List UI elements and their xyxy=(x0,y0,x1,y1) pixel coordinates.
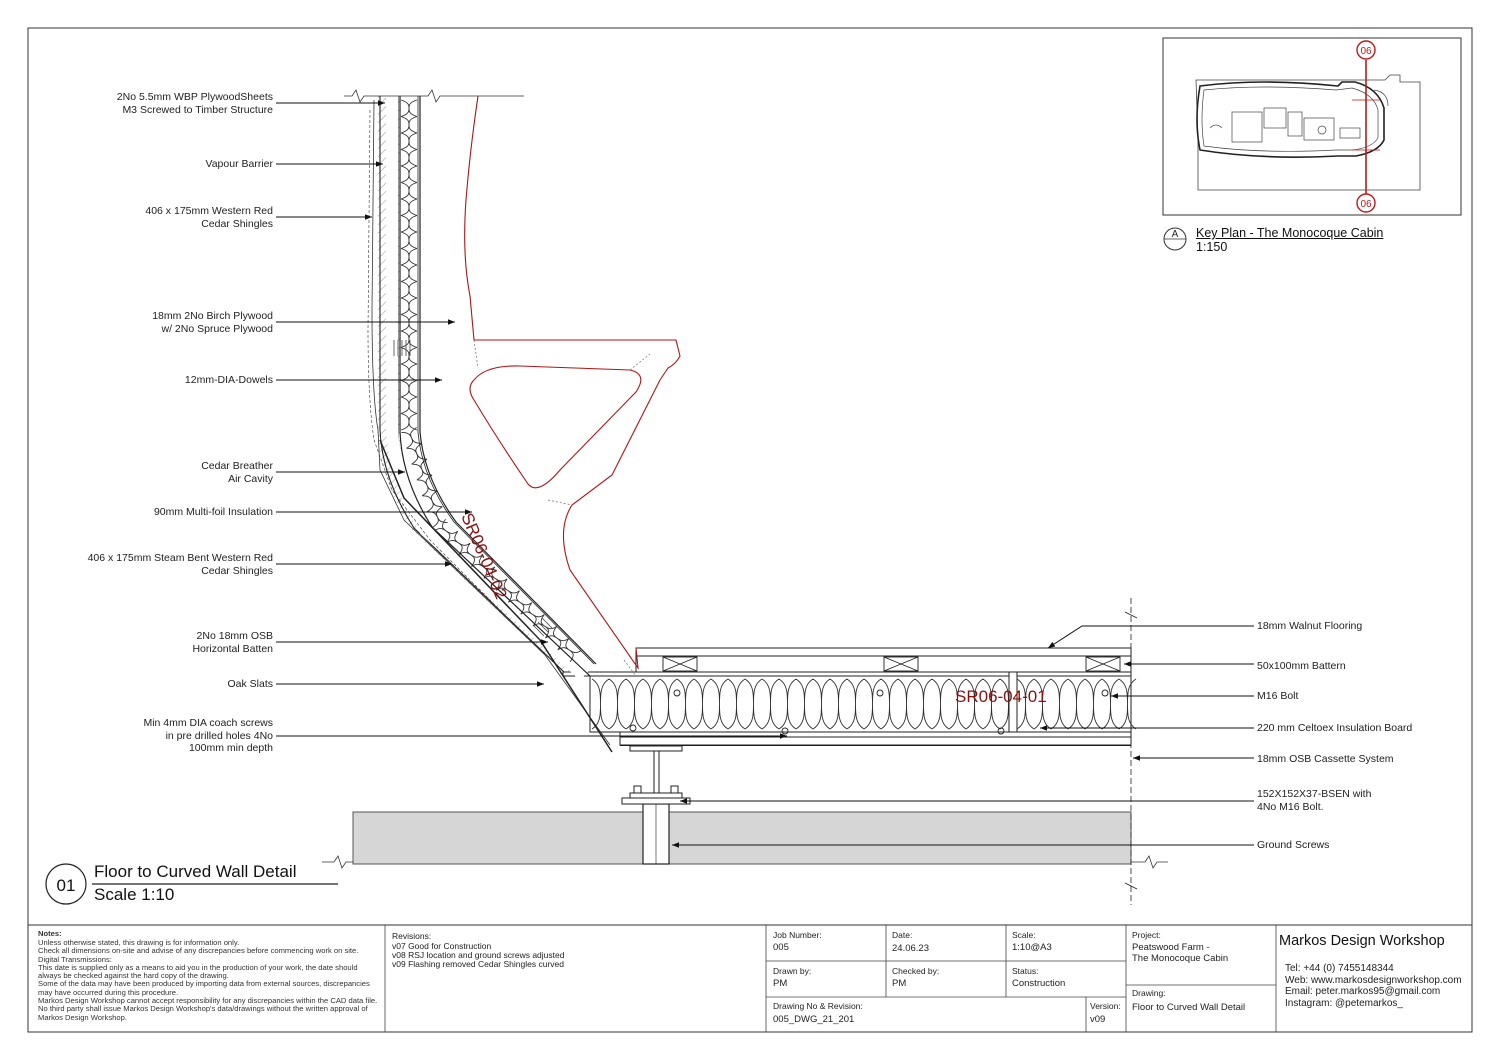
key-plan-marker-top: 06 xyxy=(1360,46,1372,57)
label-cedar-shingles: 406 x 175mm Western Red Cedar Shingles xyxy=(145,205,273,230)
key-plan-marker-bottom: 06 xyxy=(1360,199,1372,210)
floor-build-up xyxy=(562,598,1138,905)
label-celtoex: 220 mm Celtoex Insulation Board xyxy=(1257,722,1413,734)
revision-v08: v08 RSJ location and ground screws adjus… xyxy=(392,950,565,960)
label-birch-plywood: 18mm 2No Birch Plywood w/ 2No Spruce Ply… xyxy=(152,310,273,335)
job-number: 005 xyxy=(773,942,789,953)
leader-lines xyxy=(276,100,1254,848)
status-value: Construction xyxy=(1012,978,1066,989)
label-ground-screws: Ground Screws xyxy=(1257,839,1330,851)
scale-label: Scale: xyxy=(1012,930,1036,940)
date-label: Date: xyxy=(892,930,913,940)
project-label: Project: xyxy=(1132,930,1161,940)
status-label: Status: xyxy=(1012,966,1039,976)
revisions-heading: Revisions: xyxy=(392,931,432,941)
detail-number: 01 xyxy=(57,876,76,895)
notes-text: Unless otherwise stated, this drawing is… xyxy=(38,938,378,1022)
floor-section-tag: SR06-04-01 xyxy=(955,687,1047,706)
label-vapour-barrier: Vapour Barrier xyxy=(205,158,273,170)
key-plan-title: Key Plan - The Monocoque Cabin xyxy=(1196,226,1384,240)
key-plan xyxy=(1162,37,1462,216)
red-profile xyxy=(464,95,681,671)
drawn-by: PM xyxy=(773,978,788,989)
steel-beam xyxy=(620,744,1131,799)
checked-by: PM xyxy=(892,978,907,989)
version-label: Version: xyxy=(1090,1001,1121,1011)
drawing-no-label: Drawing No & Revision: xyxy=(773,1001,863,1011)
red-loop xyxy=(469,365,642,489)
drawing-value: Floor to Curved Wall Detail xyxy=(1132,1002,1246,1013)
label-steel-beam: 152X152X37-BSEN with 4No M16 Bolt. xyxy=(1257,788,1372,813)
drawing-label: Drawing: xyxy=(1132,988,1166,998)
job-number-label: Job Number: xyxy=(773,930,822,940)
checked-by-label: Checked by: xyxy=(892,966,940,976)
key-plan-ref-letter: A xyxy=(1172,229,1179,240)
detail-scale: Scale 1:10 xyxy=(94,885,175,904)
title-block-grid xyxy=(384,925,1277,1032)
notes-heading: Notes: xyxy=(38,929,62,938)
curved-wall xyxy=(344,89,613,753)
label-walnut-flooring: 18mm Walnut Flooring xyxy=(1257,620,1363,632)
sheet-border xyxy=(27,27,1473,1033)
label-steam-bent: 406 x 175mm Steam Bent Western Red Cedar… xyxy=(87,552,273,577)
label-oak-slats: Oak Slats xyxy=(227,678,273,690)
label-osb-cassette: 18mm OSB Cassette System xyxy=(1257,753,1394,765)
project-value: Peatswood Farm - The Monocoque Cabin xyxy=(1132,942,1229,964)
label-insulation: 90mm Multi-foil Insulation xyxy=(153,506,273,518)
company-contact: Tel: +44 (0) 7455148344 Web: www.markosd… xyxy=(1285,963,1462,1009)
key-plan-scale: 1:150 xyxy=(1196,240,1228,254)
scale-value: 1:10@A3 xyxy=(1012,942,1052,953)
label-breather: Cedar Breather Air Cavity xyxy=(201,460,273,485)
ground xyxy=(352,811,1132,865)
label-osb-batten: 2No 18mm OSB Horizontal Batten xyxy=(192,630,273,655)
label-plywood-sheets: 2No 5.5mm WBP PlywoodSheets M3 Screwed t… xyxy=(116,91,273,116)
version-value: v09 xyxy=(1090,1014,1106,1025)
revision-v09: v09 Flashing removed Cedar Shingles curv… xyxy=(392,959,564,969)
date-value: 24.06.23 xyxy=(892,943,929,954)
label-battern: 50x100mm Battern xyxy=(1257,660,1346,672)
drawing-no: 005_DWG_21_201 xyxy=(773,1014,855,1025)
detail-bubble xyxy=(45,863,87,905)
label-bolt: M16 Bolt xyxy=(1257,690,1299,702)
detail-title: Floor to Curved Wall Detail xyxy=(94,862,297,881)
company-name: Markos Design Workshop xyxy=(1279,933,1445,949)
revision-v07: v07 Good for Construction xyxy=(392,941,492,951)
drawn-by-label: Drawn by: xyxy=(773,966,812,976)
label-dowels: 12mm-DIA-Dowels xyxy=(184,374,273,386)
label-coach-screws: Min 4mm DIA coach screws in pre drilled … xyxy=(143,717,273,754)
red-profile-dashed xyxy=(473,339,651,677)
